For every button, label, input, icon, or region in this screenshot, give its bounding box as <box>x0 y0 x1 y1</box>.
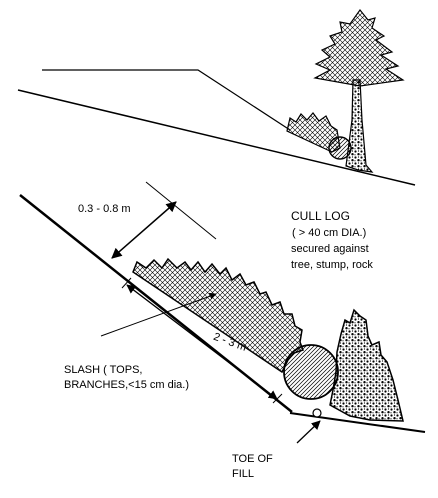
cull-log-label: CULL LOG ( > 40 cm DIA.) secured against… <box>291 209 373 271</box>
overview-tree-crown <box>313 9 405 87</box>
toe-of-fill-marker <box>312 408 322 418</box>
cull-log-label-line1: CULL LOG <box>291 209 350 223</box>
overview-sketch <box>17 9 416 186</box>
cross-section <box>19 181 426 444</box>
overview-tree-trunk <box>345 79 374 173</box>
road-cut-line <box>42 69 291 131</box>
slash-label-line1: SLASH ( TOPS, <box>64 364 142 376</box>
rock-stump <box>329 308 404 422</box>
toe-label-line1: TOE OF <box>232 453 273 465</box>
overview-slope-line <box>17 89 416 186</box>
toe-label-line2: FILL <box>232 468 254 480</box>
natural-ground-line <box>289 412 426 433</box>
toe-leader-arrow <box>296 420 321 444</box>
width-tick-upper <box>121 277 132 289</box>
thickness-label: 0.3 - 0.8 m <box>78 203 131 215</box>
toe-of-fill-label: TOE OF FILL <box>232 453 273 480</box>
cull-log-label-line4: tree, stump, rock <box>291 259 373 271</box>
overview-cull-log <box>328 136 352 160</box>
cull-log-label-line3: secured against <box>291 243 369 255</box>
cull-log-label-line2: ( > 40 cm DIA.) <box>292 227 366 239</box>
thickness-dimension-arrow <box>111 201 177 259</box>
slash-label: SLASH ( TOPS, BRANCHES,<15 cm dia.) <box>64 364 189 391</box>
thickness-extension-lower <box>145 181 217 240</box>
slash-label-line2: BRANCHES,<15 cm dia.) <box>64 379 189 391</box>
slash-leader-arrow <box>100 292 217 337</box>
cull-log <box>283 344 339 400</box>
width-dimension-arrow <box>126 284 278 400</box>
